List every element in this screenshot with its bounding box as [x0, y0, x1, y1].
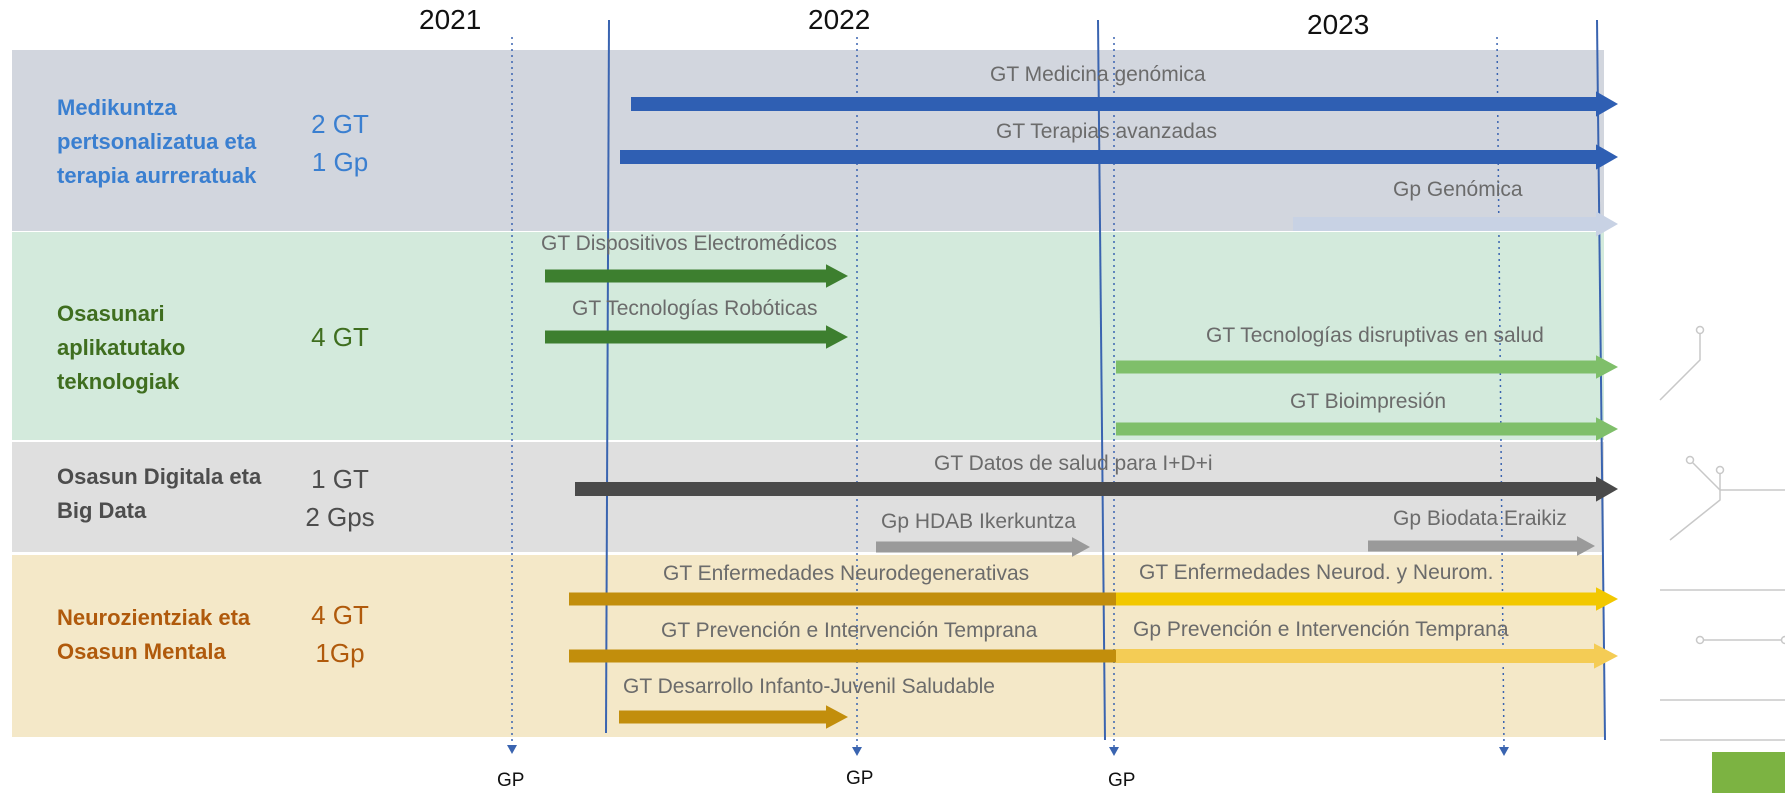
- bar-label-infanto-juvenil: GT Desarrollo Infanto-Juvenil Saludable: [623, 675, 995, 698]
- bar-arrow-body: [620, 150, 1596, 164]
- circuit-node: [1695, 325, 1705, 335]
- bar-arrow-head: [1594, 643, 1618, 669]
- bar-label-bioimpresion: GT Bioimpresión: [1290, 390, 1447, 413]
- bar-label-gt-prevencion: GT Prevención e Intervención Temprana: [661, 619, 1038, 642]
- bar-arrow-head: [1596, 355, 1618, 379]
- band-neurozientziak: [12, 555, 1604, 737]
- bar-arrow-head: [826, 705, 848, 729]
- area-count-teknologiak: 4 GT: [311, 322, 369, 352]
- bar-label-medicina-genomica: GT Medicina genómica: [990, 63, 1206, 86]
- bar-arrow-body: [1293, 217, 1596, 231]
- bar-arrow-body: [569, 649, 1116, 663]
- circuit-node: [1685, 455, 1695, 465]
- gp-arrow-marker: [507, 745, 517, 754]
- bar-arrow-body: [1116, 422, 1596, 436]
- bar-arrow-head: [1596, 211, 1618, 237]
- year-boundary-line: [1596, 19, 1606, 741]
- circuit-trace: [1659, 330, 1701, 401]
- bar-arrow-head: [1596, 417, 1618, 441]
- bar-arrow-body: [569, 592, 1116, 606]
- band-big-data: [12, 442, 1604, 552]
- corner-green-block: [1712, 752, 1785, 793]
- bar-label-roboticas: GT Tecnologías Robóticas: [572, 297, 818, 320]
- bar-arrow-body: [619, 710, 826, 724]
- area-count-neurozientziak: 4 GT 1Gp: [311, 600, 369, 668]
- bar-arrow-body: [631, 97, 1596, 111]
- bar-label-disruptivas: GT Tecnologías disruptivas en salud: [1206, 324, 1544, 347]
- bar-arrow-head: [1596, 476, 1618, 502]
- circuit-node: [1715, 465, 1725, 475]
- bar-label-hdab: Gp HDAB Ikerkuntza: [881, 510, 1076, 533]
- year-2022: 2022: [808, 4, 871, 35]
- circuit-trace: [1669, 470, 1721, 541]
- gp-dotted-line: [1496, 36, 1505, 748]
- bar-arrow-body: [1116, 592, 1596, 606]
- area-count-medikuntza: 2 GT 1 Gp: [311, 109, 369, 177]
- bar-arrow-head: [826, 264, 848, 288]
- year-2021: 2021: [419, 4, 482, 35]
- gp-marker-label: GP: [846, 768, 874, 789]
- bar-label-gp-prevencion: Gp Prevención e Intervención Temprana: [1133, 618, 1509, 641]
- year-2023: 2023: [1307, 9, 1370, 40]
- circuit-trace: [1689, 459, 1785, 491]
- band-medikuntza: [12, 50, 1604, 231]
- area-label-medikuntza: Medikuntza pertsonalizatua eta terapia a…: [57, 95, 257, 188]
- bar-label-neurodegenerativas: GT Enfermedades Neurodegenerativas: [663, 562, 1030, 585]
- bar-arrow-body: [575, 482, 1596, 496]
- circuit-node: [1780, 635, 1785, 645]
- area-label-neurozientziak: Neurozientziak eta Osasun Mentala: [57, 605, 251, 664]
- bar-label-biodata: Gp Biodata Eraikiz: [1393, 507, 1567, 530]
- area-label-teknologiak: Osasunari aplikatutako teknologiak: [57, 301, 186, 394]
- gp-marker-label: GP: [497, 770, 525, 791]
- gp-arrow-marker: [852, 747, 862, 756]
- area-count-big-data: 1 GT 2 Gps: [305, 464, 375, 532]
- bar-label-neurod-neurom: GT Enfermedades Neurod. y Neurom.: [1139, 561, 1494, 584]
- circuit-node: [1695, 635, 1705, 645]
- bar-arrow-body: [1116, 360, 1596, 374]
- bar-arrow-head: [826, 325, 848, 349]
- bar-label-terapias-avanzadas: GT Terapias avanzadas: [996, 120, 1218, 143]
- bar-arrow-head: [1596, 91, 1618, 117]
- bar-arrow-head: [1072, 537, 1090, 557]
- bar-arrow-body: [1368, 540, 1577, 552]
- gp-marker-label: GP: [1108, 770, 1136, 791]
- bar-arrow-body: [1116, 649, 1594, 663]
- bar-arrow-body: [545, 269, 826, 283]
- year-boundary-line: [1097, 19, 1106, 741]
- gp-arrow-marker: [1109, 747, 1119, 756]
- bar-label-datos-salud: GT Datos de salud para I+D+i: [934, 452, 1213, 475]
- bar-arrow-head: [1596, 144, 1618, 170]
- bar-arrow-body: [876, 541, 1072, 553]
- bar-label-gp-genomica: Gp Genómica: [1393, 178, 1523, 201]
- bar-arrow-head: [1596, 587, 1618, 611]
- gp-arrow-marker: [1499, 747, 1509, 756]
- year-boundary-line: [605, 19, 610, 734]
- bar-label-dispositivos: GT Dispositivos Electromédicos: [541, 232, 838, 255]
- bar-arrow-body: [545, 330, 826, 344]
- bar-arrow-head: [1577, 536, 1595, 556]
- area-label-big-data: Osasun Digitala eta Big Data: [57, 464, 262, 523]
